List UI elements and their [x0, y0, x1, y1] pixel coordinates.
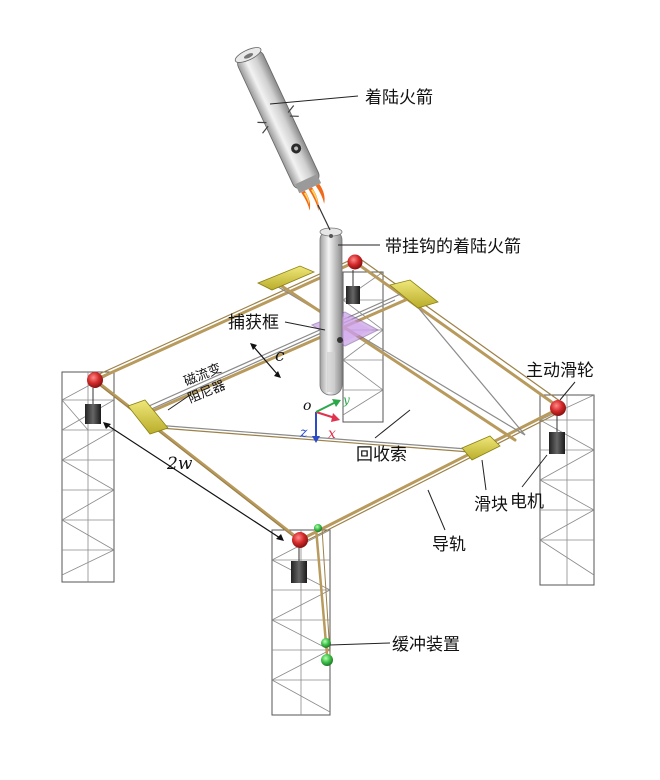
label-slider: 滑块: [474, 495, 508, 515]
label-capture-frame: 捕获框: [228, 313, 279, 333]
dimension-2w: [103, 422, 284, 541]
leader-drive-pulley: [559, 381, 576, 401]
motor-back: [346, 270, 360, 304]
leader-capture-frame: [284, 321, 326, 331]
buffer-device: [314, 524, 333, 666]
dimension-c: [250, 343, 281, 378]
tower-back-left: [61, 371, 115, 583]
motor-front: [291, 548, 307, 583]
axis-x-label: x: [328, 426, 336, 442]
slider-left: [127, 399, 169, 435]
pulley-back: [347, 254, 363, 270]
label-buffer-device: 缓冲装置: [392, 635, 460, 655]
slider-back-right: [389, 279, 439, 309]
pulley-left: [87, 372, 103, 388]
axis-z-label: z: [299, 425, 308, 441]
leader-slider: [481, 459, 487, 491]
dimension-2w-label: 2w: [166, 454, 193, 474]
leader-recovery-cable: [374, 409, 411, 439]
label-guide-rail: 导轨: [432, 535, 466, 555]
rocket-flames: [301, 183, 325, 211]
landing-rocket: [234, 47, 325, 211]
leader-guide-rail: [427, 489, 446, 531]
hooked-landing-rocket: [319, 227, 343, 396]
motor-right: [549, 416, 565, 454]
slider-back: [257, 265, 316, 291]
label-landing-rocket: 着陆火箭: [365, 88, 433, 108]
tower-front: [271, 529, 331, 716]
axis-y-label: y: [342, 393, 350, 407]
axis-origin-label: o: [303, 398, 311, 414]
label-hooked-rocket: 带挂钩的着陆火箭: [385, 237, 521, 257]
slider-front-right: [461, 435, 501, 461]
coordinate-axes: [312, 399, 341, 443]
pulley-front: [292, 532, 308, 548]
tower-right: [539, 394, 595, 586]
leader-buffer: [329, 642, 391, 646]
motor-left: [85, 388, 101, 424]
leader-motor: [521, 454, 548, 488]
leader-landing-rocket: [269, 95, 359, 105]
dimension-c-label: c: [275, 346, 285, 366]
hook-cable: [317, 204, 331, 231]
pulley-right: [550, 400, 566, 416]
label-recovery-cable: 回收索: [356, 445, 407, 465]
leader-mr-damper: [167, 394, 191, 411]
label-drive-pulley: 主动滑轮: [526, 361, 594, 381]
label-motor: 电机: [510, 492, 544, 512]
